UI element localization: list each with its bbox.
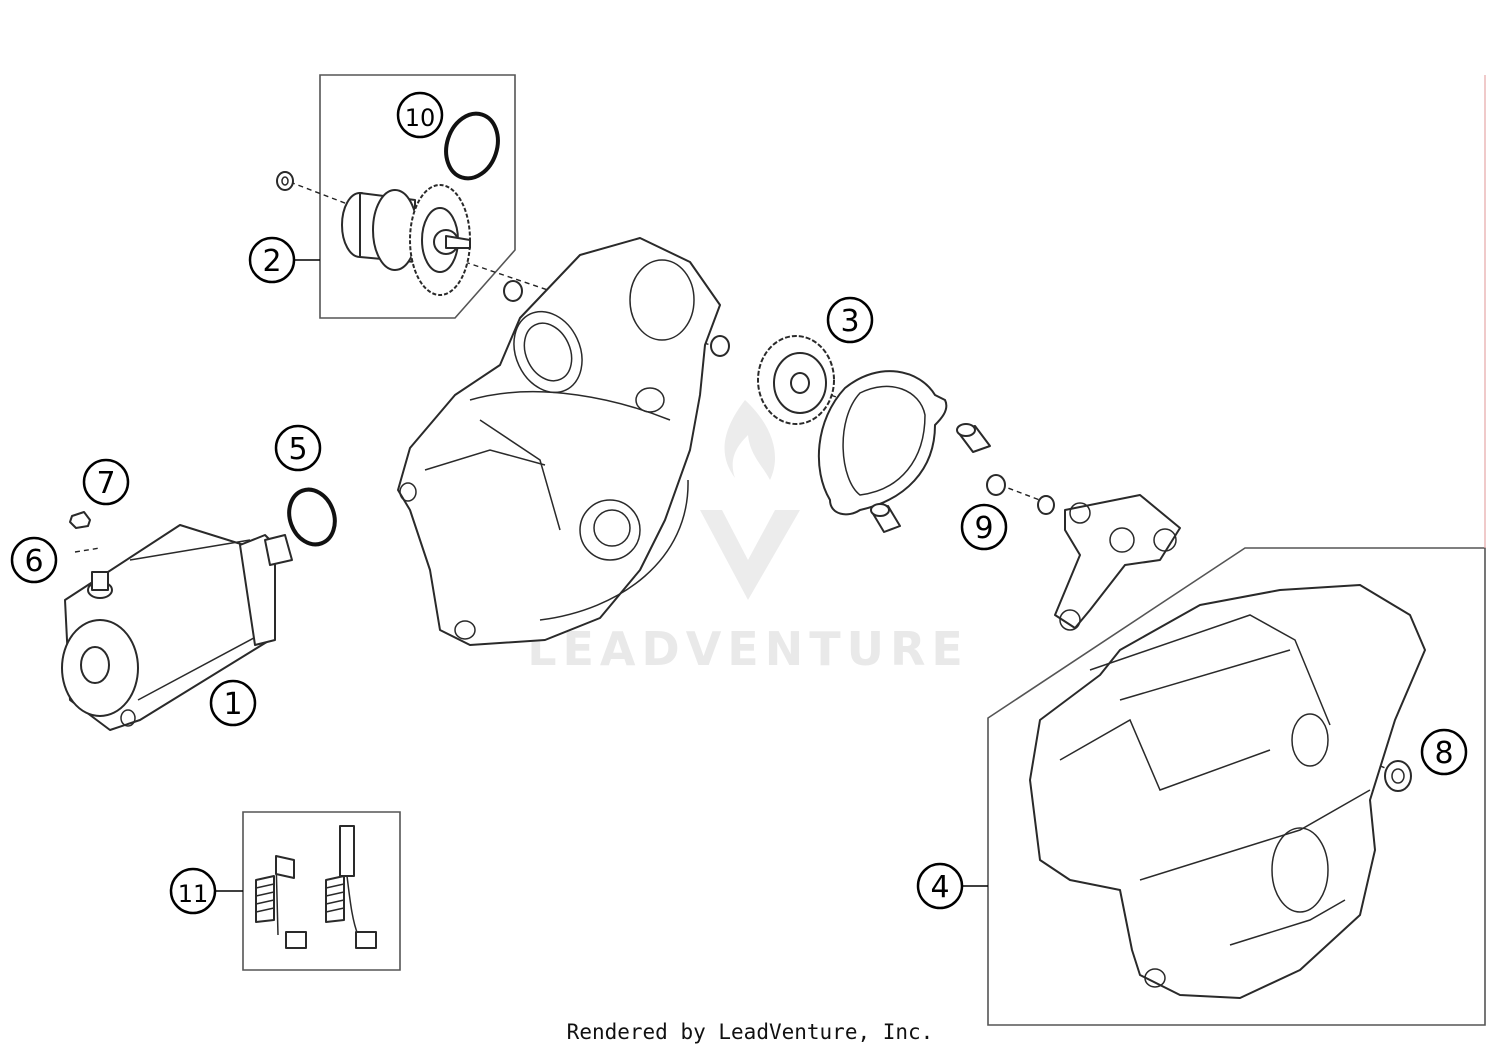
svg-text:6: 6 <box>24 544 43 579</box>
callout-3[interactable]: 3 <box>826 296 874 344</box>
callout-9[interactable]: 9 <box>960 503 1008 551</box>
callout-7[interactable]: 7 <box>82 458 130 506</box>
svg-text:9: 9 <box>974 511 993 546</box>
svg-text:2: 2 <box>262 244 281 279</box>
washer-small <box>710 335 730 357</box>
callout-1[interactable]: 1 <box>209 679 257 727</box>
bearing-cover-bracket <box>1054 494 1181 631</box>
svg-text:5: 5 <box>288 432 307 467</box>
svg-text:10: 10 <box>405 104 436 132</box>
starter-drive-gear <box>276 171 471 296</box>
starter-drive-kit-box <box>319 74 516 319</box>
callout-6[interactable]: 6 <box>10 536 58 584</box>
callout-11[interactable]: 11 <box>169 867 243 915</box>
washer-8 <box>1384 760 1412 792</box>
leadventure-watermark: LEADVENTURE <box>527 400 969 676</box>
o-ring-starter <box>287 487 337 547</box>
cover-gasket <box>817 370 948 516</box>
svg-text:1: 1 <box>223 687 242 722</box>
dowel-pins <box>870 423 991 533</box>
starter-motor <box>61 524 293 731</box>
callout-2[interactable]: 2 <box>248 236 320 284</box>
o-ring-large <box>444 111 500 181</box>
callout-8[interactable]: 8 <box>1420 728 1468 776</box>
svg-text:8: 8 <box>1434 736 1453 771</box>
ignition-cover-box <box>987 547 1486 1026</box>
callout-5[interactable]: 5 <box>274 424 322 472</box>
clutch-cover-housing <box>397 237 721 646</box>
render-credit-footer: Rendered by LeadVenture, Inc. <box>566 1020 934 1044</box>
svg-text:11: 11 <box>178 880 209 908</box>
callout-4[interactable]: 4 <box>916 862 988 910</box>
intermediate-gear <box>757 335 835 425</box>
ignition-cover <box>1029 584 1426 999</box>
carbon-brush-kit <box>255 825 377 949</box>
svg-text:4: 4 <box>930 870 949 905</box>
svg-text:LEADVENTURE: LEADVENTURE <box>527 622 969 676</box>
callout-10[interactable]: 10 <box>396 91 444 139</box>
washer-9 <box>986 474 1006 496</box>
svg-text:3: 3 <box>840 304 859 339</box>
nut-7 <box>69 511 91 529</box>
washer-9b <box>1037 495 1055 515</box>
washer-small <box>503 280 523 302</box>
carbon-brush-kit-box <box>242 811 401 971</box>
svg-text:7: 7 <box>96 466 115 501</box>
